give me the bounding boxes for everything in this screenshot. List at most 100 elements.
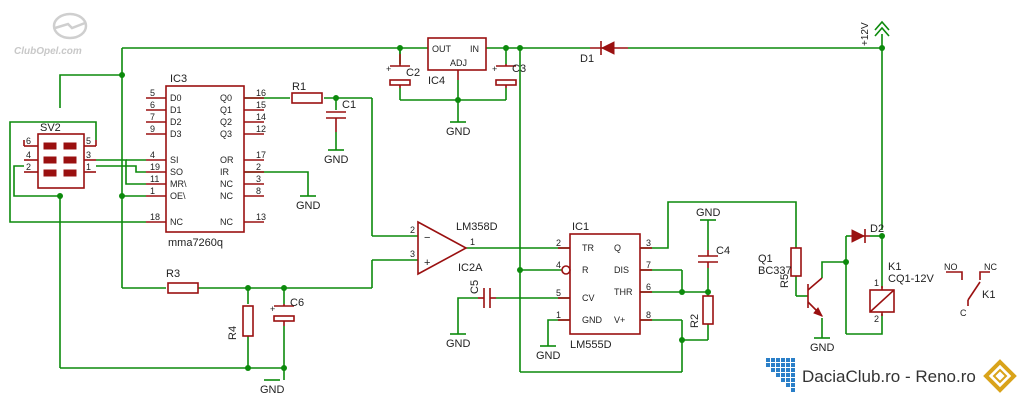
svg-text:2: 2 bbox=[26, 162, 31, 172]
svg-text:+: + bbox=[386, 64, 391, 74]
r5-ref: R5 bbox=[779, 274, 791, 288]
ic1-pin-num: 5 bbox=[556, 288, 561, 298]
ic1-pin-label: DIS bbox=[614, 265, 629, 275]
gnd-label: GND bbox=[446, 338, 471, 350]
ic3-pin-num: 5 bbox=[150, 88, 155, 98]
ic3-pin-label: SO bbox=[170, 167, 183, 177]
r4-ref: R4 bbox=[227, 326, 239, 340]
ic1-pin-label: CV bbox=[582, 293, 595, 303]
ic3-pin-num: 19 bbox=[150, 162, 160, 172]
ic3-pin-label: NC bbox=[220, 217, 233, 227]
gnd-symbol: GND bbox=[296, 195, 321, 212]
ic1-pin-label: GND bbox=[582, 315, 603, 325]
ic3-pin-num: 6 bbox=[150, 100, 155, 110]
ic1-pin-label: R bbox=[582, 265, 589, 275]
c2: + C2 bbox=[386, 54, 420, 88]
c5-ref: C5 bbox=[469, 280, 481, 294]
gnd-symbol: GND bbox=[446, 333, 471, 350]
ic4-pin-in: IN bbox=[470, 44, 479, 54]
svg-text:3: 3 bbox=[410, 249, 415, 259]
c1: C1 bbox=[326, 99, 356, 132]
gnd-symbol: GND bbox=[810, 337, 835, 354]
c6: + C6 bbox=[270, 297, 304, 326]
ic3-pin-num: 13 bbox=[256, 212, 266, 222]
gnd-symbol: GND bbox=[324, 149, 349, 166]
ic1-value: LM555D bbox=[570, 339, 612, 351]
c6-ref: C6 bbox=[290, 297, 304, 309]
ic3-pin-num: 9 bbox=[150, 124, 155, 134]
ic3-pin-label: Q2 bbox=[220, 117, 232, 127]
ic3-pin-label: NC bbox=[170, 217, 183, 227]
d1: D1 bbox=[580, 41, 628, 65]
supply-12v: +12V bbox=[860, 20, 890, 46]
ic3-pin-num: 8 bbox=[256, 186, 261, 196]
ground-symbols: GND GND GND GND GND GND GND GND bbox=[260, 121, 835, 396]
junctions bbox=[57, 45, 885, 371]
gnd-label: GND bbox=[296, 200, 321, 212]
ic3-pin-num: 11 bbox=[150, 174, 159, 184]
svg-text:C: C bbox=[960, 308, 967, 318]
r1-ref: R1 bbox=[292, 81, 306, 93]
gnd-label: GND bbox=[536, 350, 561, 362]
ic3-ref: IC3 bbox=[170, 73, 187, 85]
ic1-pin-num: 1 bbox=[556, 310, 561, 320]
ic3-pin-label: SI bbox=[170, 155, 179, 165]
ic3-pin-label: D1 bbox=[170, 105, 182, 115]
reno-diamond-icon bbox=[983, 359, 1017, 393]
gnd-symbol: GND bbox=[696, 207, 721, 221]
ic1-pin-label: Q bbox=[614, 243, 621, 253]
gnd-symbol: GND bbox=[536, 345, 561, 362]
svg-text:+: + bbox=[270, 304, 275, 314]
ic4-pin-out: OUT bbox=[432, 44, 452, 54]
ic3-pin-label: D3 bbox=[170, 129, 182, 139]
ic3-pin-num: 1 bbox=[150, 186, 155, 196]
gnd-label: GND bbox=[260, 384, 285, 396]
svg-text:1: 1 bbox=[874, 278, 879, 288]
ic3-pin-label: IR bbox=[220, 167, 230, 177]
ic1-pin-label: THR bbox=[614, 287, 633, 297]
svg-text:K1: K1 bbox=[982, 289, 995, 301]
ic3-pin-label: OR bbox=[220, 155, 234, 165]
sv2: SV2 6 5 4 3 2 1 bbox=[23, 122, 97, 189]
q1: Q1 BC337 bbox=[758, 253, 824, 317]
svg-text:2: 2 bbox=[874, 314, 879, 324]
r2: R2 bbox=[689, 295, 714, 328]
svg-text:NO: NO bbox=[944, 262, 958, 272]
ic3-pin-num: 4 bbox=[150, 150, 155, 160]
svg-text:+: + bbox=[492, 64, 497, 74]
c2-ref: C2 bbox=[406, 67, 420, 79]
r4: R4 bbox=[227, 305, 254, 340]
ic3-pin-num: 18 bbox=[150, 212, 160, 222]
ic3-pin-label: D2 bbox=[170, 117, 182, 127]
d1-ref: D1 bbox=[580, 53, 594, 65]
ic3-pin-num: 12 bbox=[256, 124, 266, 134]
k1: 1 2 K1 CQ1-12V bbox=[869, 261, 935, 324]
ic4-ref: IC4 bbox=[428, 75, 445, 87]
ic1-pin-label: TR bbox=[582, 243, 594, 253]
ic3-pin-label: Q3 bbox=[220, 129, 232, 139]
r3: R3 bbox=[166, 268, 199, 294]
ic1-pin-num: 3 bbox=[646, 238, 651, 248]
r1: R1 bbox=[291, 81, 323, 104]
c4-ref: C4 bbox=[716, 245, 730, 257]
svg-text:6: 6 bbox=[26, 136, 31, 146]
k1-contacts: NO NC C K1 bbox=[944, 262, 997, 318]
ic3-pin-num: 15 bbox=[256, 100, 266, 110]
d2-ref: D2 bbox=[870, 223, 884, 235]
ic3-value: mma7260q bbox=[168, 237, 223, 249]
gnd-label: GND bbox=[324, 154, 349, 166]
r3-ref: R3 bbox=[166, 268, 180, 280]
clubopel-logo: ClubOpel.com bbox=[14, 12, 88, 57]
ic4: OUT IN ADJ IC4 bbox=[427, 37, 487, 87]
ic4-pin-adj: ADJ bbox=[450, 58, 467, 68]
q1-value: BC337 bbox=[758, 265, 792, 277]
svg-text:3: 3 bbox=[86, 150, 91, 160]
svg-text:4: 4 bbox=[26, 150, 31, 160]
svg-text:NC: NC bbox=[984, 262, 997, 272]
clubopel-text: ClubOpel.com bbox=[14, 46, 82, 57]
ic3-pin-label: MR\ bbox=[170, 179, 187, 189]
svg-text:1: 1 bbox=[470, 237, 475, 247]
